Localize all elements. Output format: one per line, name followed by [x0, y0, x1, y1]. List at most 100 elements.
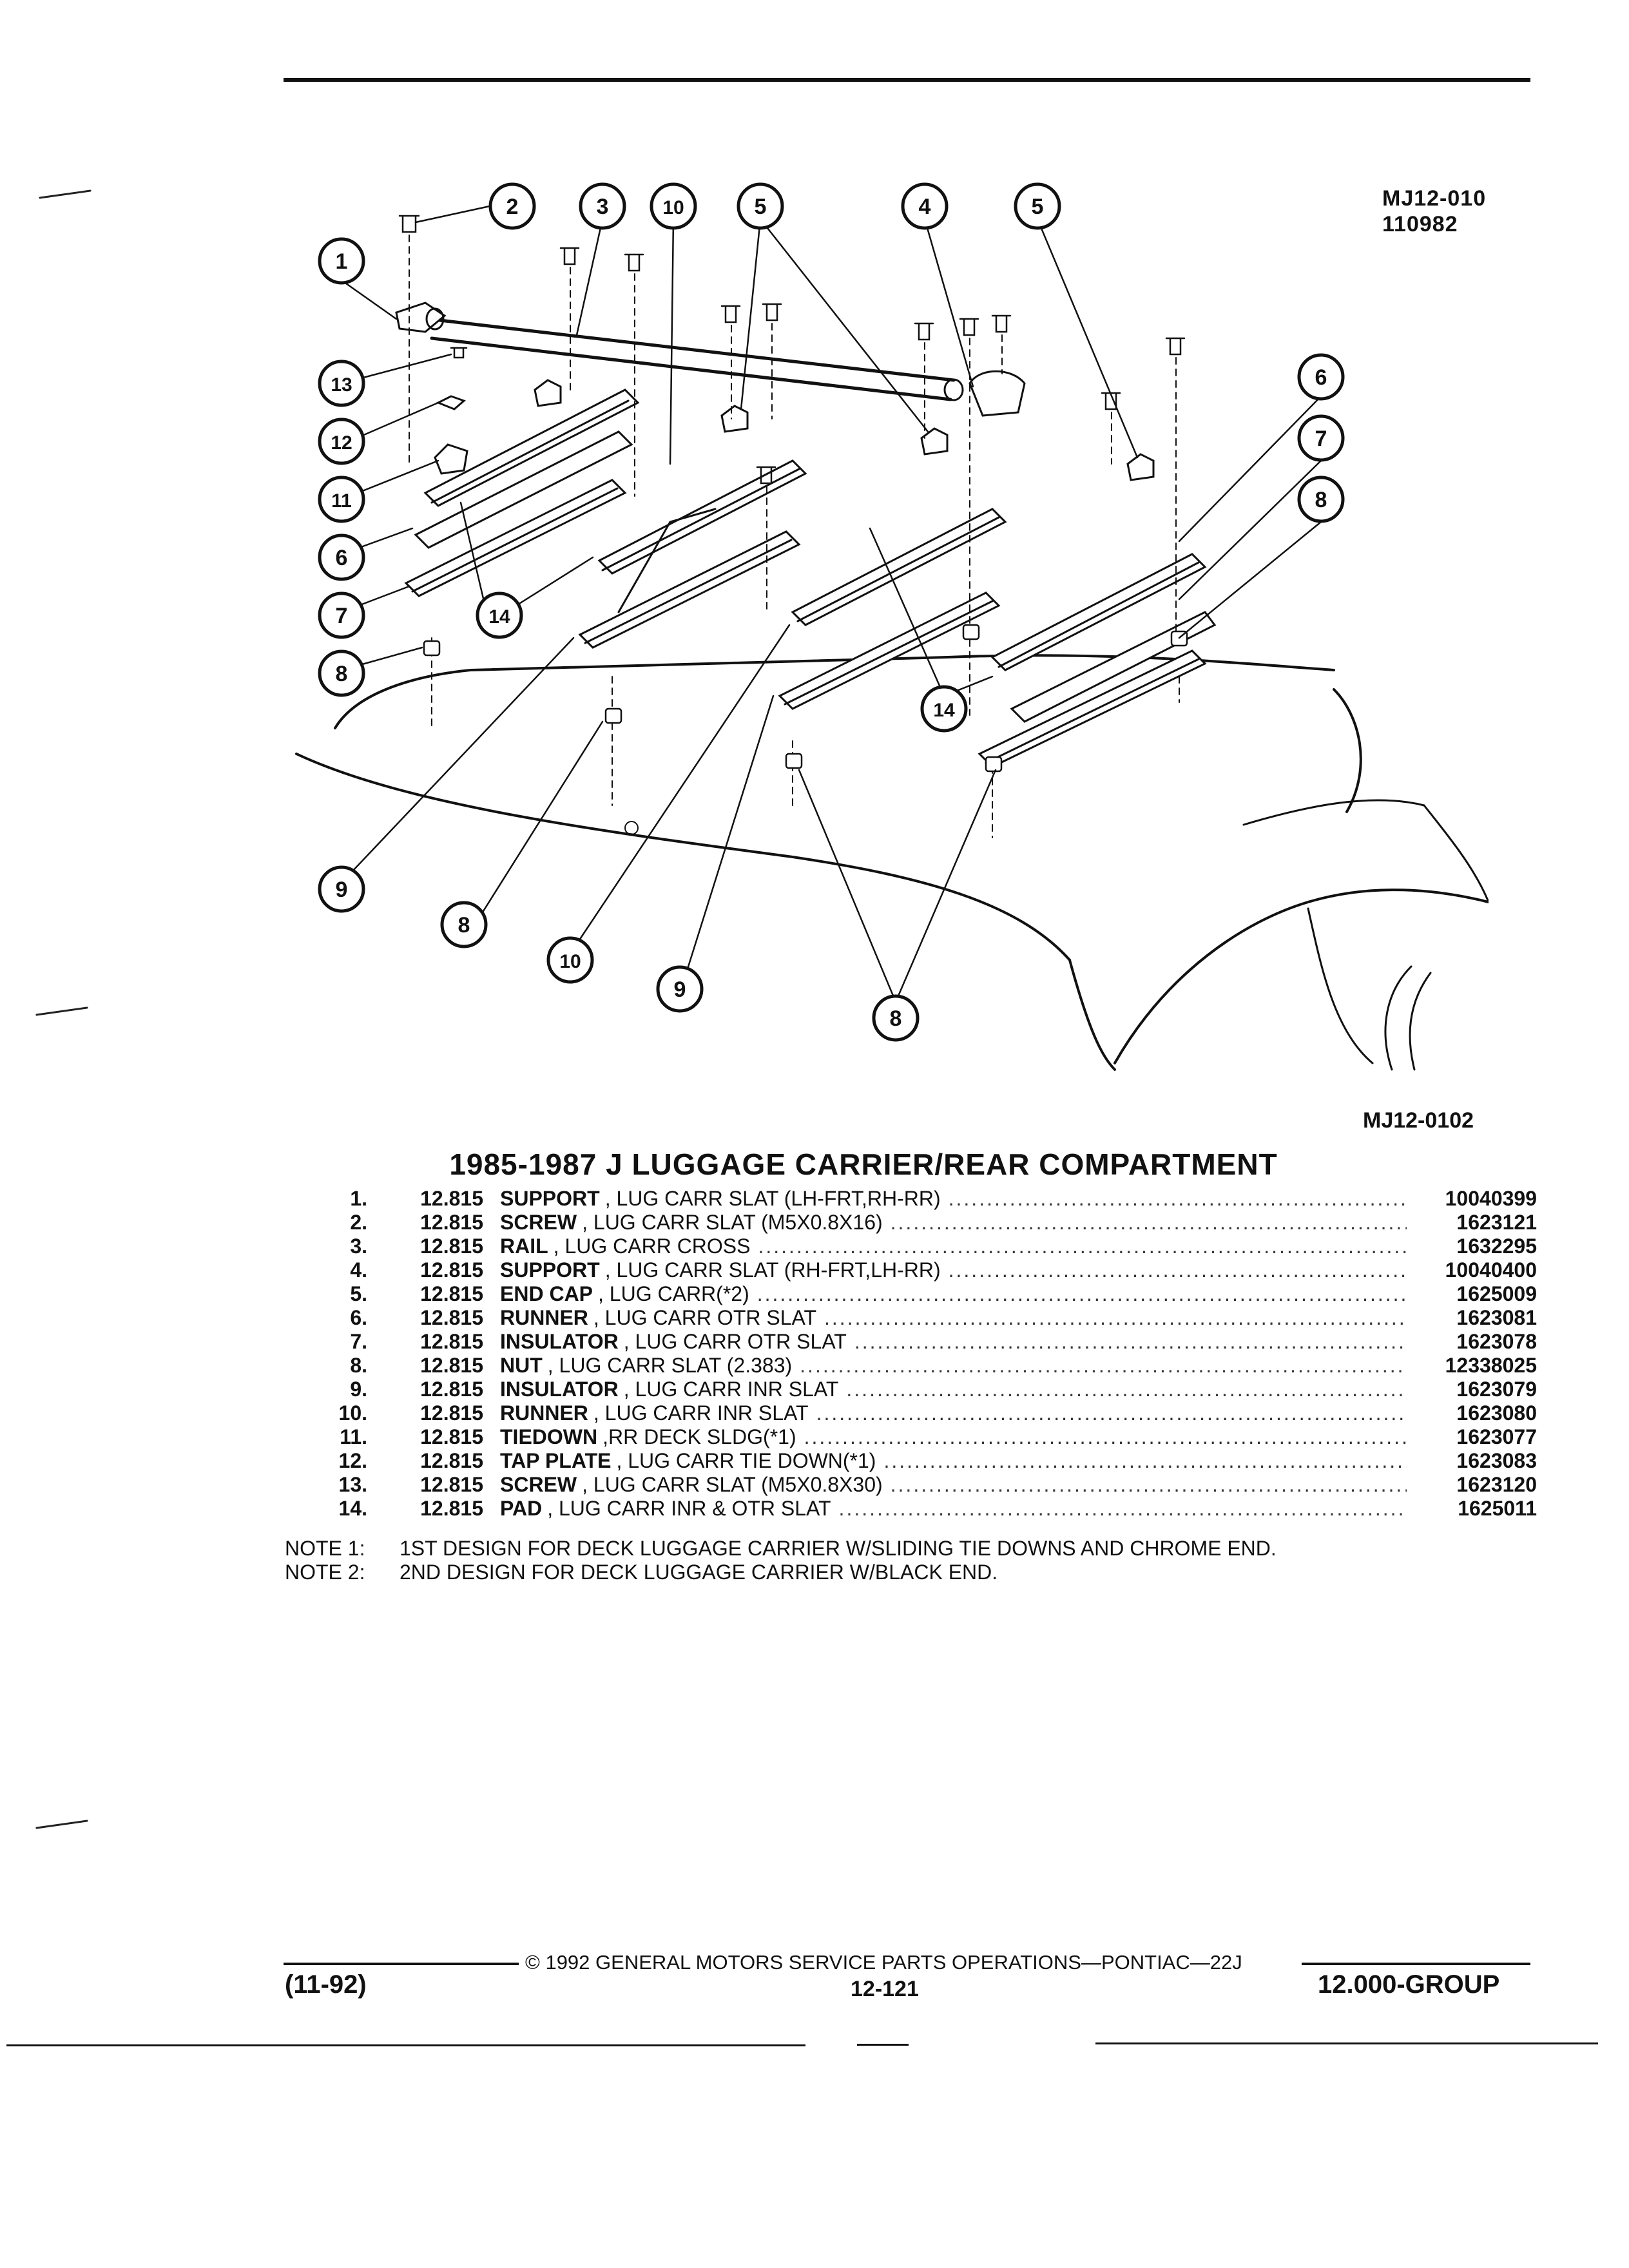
- item-number: 1.: [350, 1187, 367, 1210]
- group-code: 12.815: [420, 1235, 483, 1258]
- svg-text:14: 14: [933, 700, 955, 721]
- dot-leader: [839, 1497, 1407, 1521]
- part-number: 1623120: [1456, 1473, 1537, 1496]
- callout-13: 13: [318, 360, 365, 407]
- part-row: 11. 12.815 TIEDOWN ,RR DECK SLDG(*1) 162…: [296, 1425, 1537, 1449]
- callout-9: 9: [656, 965, 704, 1013]
- part-name: END CAP: [500, 1282, 593, 1305]
- dot-leader: [804, 1425, 1407, 1449]
- part-description: , LUG CARR INR & OTR SLAT: [547, 1497, 831, 1520]
- svg-text:9: 9: [674, 977, 686, 1002]
- note-text: 2ND DESIGN FOR DECK LUGGAGE CARRIER W/BL…: [400, 1561, 998, 1584]
- part-row: 3. 12.815 RAIL , LUG CARR CROSS 1632295: [296, 1235, 1537, 1258]
- copyright-line: © 1992 GENERAL MOTORS SERVICE PARTS OPER…: [525, 1951, 1242, 1974]
- margin-mark: [35, 1006, 88, 1016]
- svg-text:5: 5: [755, 195, 767, 219]
- svg-text:6: 6: [336, 546, 348, 570]
- svg-text:7: 7: [1315, 427, 1327, 451]
- callout-5: 5: [1014, 182, 1061, 230]
- part-row: 4. 12.815 SUPPORT , LUG CARR SLAT (RH-FR…: [296, 1258, 1537, 1282]
- dot-leader: [758, 1235, 1407, 1258]
- callout-7: 7: [318, 591, 365, 639]
- svg-text:10: 10: [559, 951, 581, 972]
- svg-text:11: 11: [331, 490, 352, 512]
- callout-7: 7: [1297, 414, 1345, 462]
- part-name: RAIL: [500, 1235, 548, 1258]
- part-row: 10. 12.815 RUNNER , LUG CARR INR SLAT 16…: [296, 1401, 1537, 1425]
- callout-11: 11: [318, 476, 365, 523]
- callout-10: 10: [546, 936, 594, 984]
- page-number: 12-121: [851, 1977, 919, 2001]
- part-name: PAD: [500, 1497, 543, 1520]
- svg-text:8: 8: [336, 662, 348, 686]
- margin-mark: [39, 189, 92, 199]
- dot-leader: [891, 1473, 1407, 1497]
- part-description: , LUG CARR OTR SLAT: [593, 1306, 817, 1329]
- svg-text:10: 10: [662, 197, 684, 218]
- part-name: SUPPORT: [500, 1187, 600, 1210]
- group-code: 12.815: [420, 1282, 483, 1305]
- dot-leader: [949, 1187, 1407, 1211]
- part-row: 12. 12.815 TAP PLATE , LUG CARR TIE DOWN…: [296, 1449, 1537, 1473]
- callout-4: 4: [901, 182, 949, 230]
- group-code: 12.815: [420, 1306, 483, 1329]
- group-code: 12.815: [420, 1449, 483, 1472]
- svg-text:4: 4: [919, 195, 931, 219]
- svg-text:3: 3: [597, 195, 609, 219]
- note: NOTE 2: 2ND DESIGN FOR DECK LUGGAGE CARRI…: [285, 1561, 1277, 1584]
- exploded-parts-diagram: 1 2 3 10 5 4 5 13 12 11 6 7 8 14 6 7 8 1…: [295, 182, 1489, 1071]
- part-description: , LUG CARR(*2): [598, 1282, 749, 1305]
- group-code: 12.815: [420, 1187, 483, 1210]
- part-row: 8. 12.815 NUT , LUG CARR SLAT (2.383) 12…: [296, 1354, 1537, 1378]
- part-number: 10040399: [1445, 1187, 1537, 1210]
- part-description: , LUG CARR OTR SLAT: [623, 1330, 847, 1353]
- callout-6: 6: [1297, 353, 1345, 401]
- parts-list-title: 1985-1987 J LUGGAGE CARRIER/REAR COMPART…: [449, 1148, 1278, 1181]
- note-label: NOTE 2:: [285, 1561, 365, 1584]
- svg-text:5: 5: [1032, 195, 1044, 219]
- callout-2: 2: [488, 182, 536, 230]
- callout-8: 8: [318, 649, 365, 697]
- part-number: 1623078: [1456, 1330, 1537, 1353]
- svg-text:8: 8: [458, 913, 470, 937]
- footer-rule-left: [284, 1963, 519, 1965]
- part-description: , LUG CARR SLAT (2.383): [547, 1354, 793, 1377]
- note-label: NOTE 1:: [285, 1537, 365, 1560]
- part-row: 7. 12.815 INSULATOR , LUG CARR OTR SLAT …: [296, 1330, 1537, 1354]
- callout-9: 9: [318, 865, 365, 913]
- group-code: 12.815: [420, 1330, 483, 1353]
- part-name: SCREW: [500, 1211, 577, 1234]
- item-number: 7.: [350, 1330, 367, 1353]
- part-description: , LUG CARR SLAT (M5X0.8X30): [582, 1473, 883, 1496]
- callout-10: 10: [650, 182, 697, 230]
- item-number: 14.: [338, 1497, 367, 1520]
- svg-text:14: 14: [488, 606, 510, 628]
- part-number: 10040400: [1445, 1258, 1537, 1282]
- part-number: 1623080: [1456, 1401, 1537, 1425]
- part-number: 1632295: [1456, 1235, 1537, 1258]
- part-number: 1623083: [1456, 1449, 1537, 1472]
- callout-8: 8: [872, 994, 920, 1042]
- dot-leader: [846, 1378, 1407, 1401]
- svg-text:1: 1: [336, 249, 348, 274]
- part-name: SUPPORT: [500, 1258, 600, 1282]
- group-code: 12.815: [420, 1378, 483, 1401]
- notes: NOTE 1: 1ST DESIGN FOR DECK LUGGAGE CARRI…: [285, 1537, 1277, 1584]
- revision-date: (11-92): [285, 1970, 367, 1999]
- bottom-rule: [1095, 2042, 1598, 2044]
- part-number: 1625011: [1458, 1497, 1537, 1520]
- part-name: RUNNER: [500, 1306, 588, 1329]
- dot-leader: [854, 1330, 1407, 1354]
- part-row: 13. 12.815 SCREW , LUG CARR SLAT (M5X0.8…: [296, 1473, 1537, 1497]
- part-description: , LUG CARR SLAT (M5X0.8X16): [582, 1211, 883, 1234]
- margin-mark: [35, 1820, 88, 1829]
- group-code: 12.815: [420, 1473, 483, 1496]
- item-number: 2.: [350, 1211, 367, 1234]
- item-number: 13.: [338, 1473, 367, 1496]
- svg-text:2: 2: [506, 195, 519, 219]
- note-text: 1ST DESIGN FOR DECK LUGGAGE CARRIER W/SL…: [400, 1537, 1277, 1560]
- item-number: 12.: [338, 1449, 367, 1472]
- part-name: TIEDOWN: [500, 1425, 598, 1448]
- dot-leader: [816, 1401, 1407, 1425]
- figure-id: MJ12-0102: [1363, 1108, 1474, 1133]
